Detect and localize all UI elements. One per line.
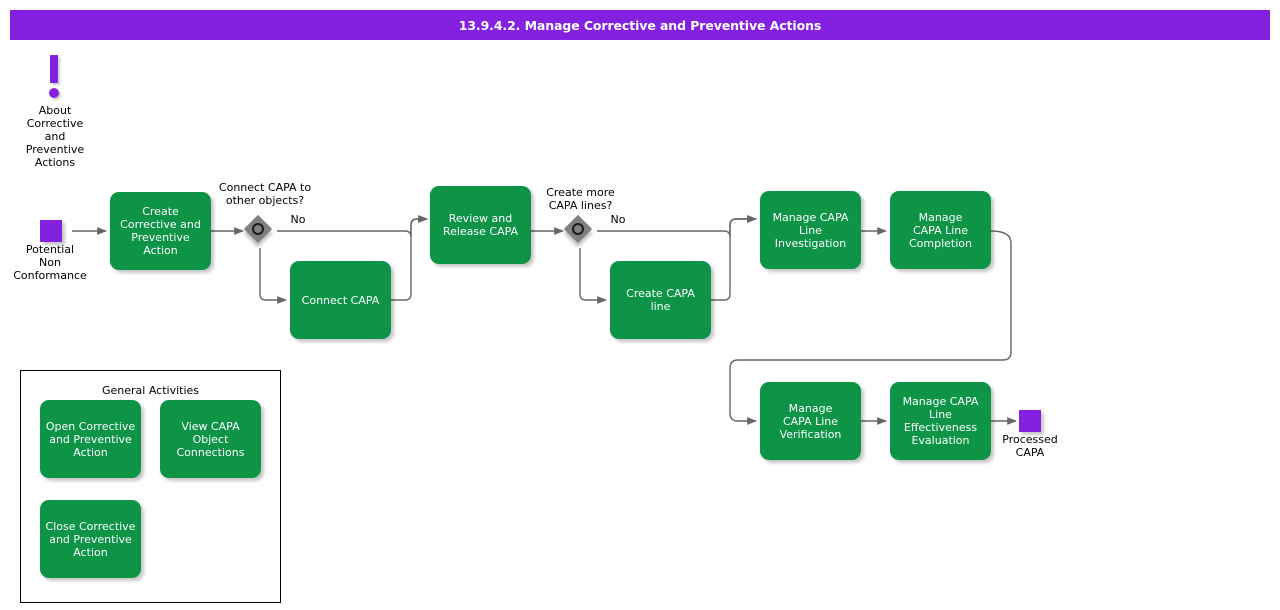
task-connect-capa[interactable]: Connect CAPA [290, 261, 391, 339]
task-label: Manage CAPA Line Investigation [772, 210, 849, 250]
edge-connect-to-review [391, 215, 428, 301]
task-label: Create Corrective and Preventive Action [120, 205, 201, 257]
task-manage-capa-line-investigation[interactable]: Manage CAPA Line Investigation [760, 191, 861, 269]
gateway-create-more-lines-branch-no: No [610, 213, 626, 226]
task-label: Manage CAPA Line Effectiveness Evaluatio… [902, 395, 979, 447]
start-event-label: Potential Non Conformance [13, 243, 87, 282]
task-view-capa-object-connections[interactable]: View CAPA Object Connections [160, 400, 261, 478]
edge-gateway1-to-connect [259, 248, 287, 304]
task-manage-capa-line-effectiveness-evaluation[interactable]: Manage CAPA Line Effectiveness Evaluatio… [890, 382, 991, 460]
task-label: Close Corrective and Preventive Action [45, 519, 136, 559]
task-label: Review and Release CAPA [442, 212, 519, 238]
end-event-square[interactable] [1019, 410, 1041, 432]
edge-gateway2-to-create-line [579, 248, 607, 304]
task-create-capa-line[interactable]: Create CAPA line [610, 261, 711, 339]
end-event-label: Processed CAPA [1002, 433, 1058, 459]
gateway-connect-capa-branch-no: No [290, 213, 306, 226]
gateway-create-more-lines-question: Create more CAPA lines? [546, 186, 615, 212]
task-manage-capa-line-verification[interactable]: Manage CAPA Line Verification [760, 382, 861, 460]
task-label: Manage CAPA Line Verification [779, 401, 842, 441]
task-label: View CAPA Object Connections [176, 419, 245, 459]
general-activities-title: General Activities [101, 384, 200, 397]
gateway-connect-capa-question: Connect CAPA to other objects? [218, 181, 312, 207]
gateway-inclusive-ring-icon [572, 223, 584, 235]
gateway-inclusive-ring-icon [252, 223, 264, 235]
task-review-and-release-capa[interactable]: Review and Release CAPA [430, 186, 531, 264]
task-manage-capa-line-completion[interactable]: Manage CAPA Line Completion [890, 191, 991, 269]
page-title-bar: 13.9.4.2. Manage Corrective and Preventi… [10, 10, 1270, 40]
exclamation-note-icon [45, 55, 65, 101]
task-label: Manage CAPA Line Completion [908, 210, 972, 250]
task-open-corrective-and-preventive-action[interactable]: Open Corrective and Preventive Action [40, 400, 141, 478]
task-label: Connect CAPA [301, 293, 380, 307]
about-note-label: About Corrective and Preventive Actions [25, 104, 85, 169]
task-label: Create CAPA line [626, 287, 695, 313]
task-close-corrective-and-preventive-action[interactable]: Close Corrective and Preventive Action [40, 500, 141, 578]
gateway-create-more-capa-lines[interactable] [563, 214, 595, 246]
exclamation-dot [49, 88, 59, 98]
start-event-square[interactable] [40, 220, 62, 242]
task-create-corrective-and-preventive-action[interactable]: Create Corrective and Preventive Action [110, 192, 211, 270]
gateway-connect-capa-to-other-objects[interactable] [243, 214, 275, 246]
page-title: 13.9.4.2. Manage Corrective and Preventi… [458, 17, 822, 33]
exclamation-bar [50, 55, 58, 83]
task-label: Open Corrective and Preventive Action [45, 419, 136, 459]
edge-create-line-to-investigation [711, 215, 757, 301]
